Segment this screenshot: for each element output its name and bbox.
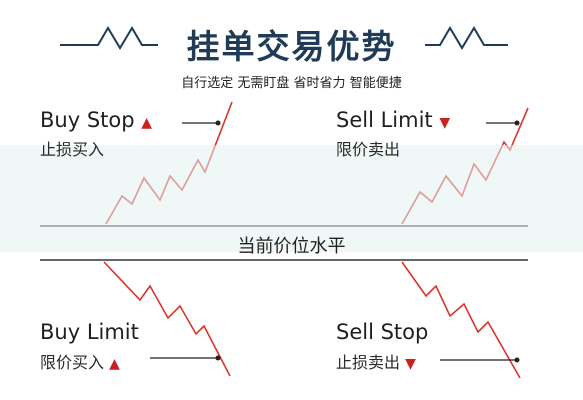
buy-limit-price-path (103, 261, 231, 377)
buy-stop-title: Buy Stop (40, 108, 135, 132)
sell-limit-cn-label: 限价卖出 (336, 140, 401, 159)
title-wave-left (60, 26, 158, 50)
buy-stop-entry-point (215, 120, 221, 126)
sell-stop-entry-point (514, 357, 520, 363)
arrow-up-icon: ▲ (109, 356, 120, 372)
sell-stop-cn-label: 止损卖出 ▼ (336, 349, 416, 373)
sell-limit-label: Sell Limit ▼ (336, 108, 450, 132)
arrow-down-icon: ▼ (405, 356, 416, 372)
arrow-up-icon: ▲ (141, 115, 153, 131)
current-price-level-label: 当前价位水平 (237, 236, 346, 257)
sell-stop-price-path (401, 261, 521, 379)
buy-stop-label: Buy Stop ▲ (40, 108, 152, 132)
page-title: 挂单交易优势 (186, 27, 397, 66)
buy-limit-cn-label: 限价买入 ▲ (40, 349, 120, 373)
sell-limit-entry-point (514, 120, 520, 126)
watermark-overlay (0, 145, 583, 252)
buy-limit-entry-point (215, 355, 221, 361)
arrow-down-icon: ▼ (439, 115, 451, 131)
page-subtitle: 自行选定 无需盯盘 省时省力 智能便捷 (181, 76, 402, 91)
buy-limit-cn-text: 限价买入 (40, 353, 105, 372)
title-wave-right (425, 26, 508, 50)
buy-stop-cn-label: 止损买入 (40, 140, 105, 159)
sell-stop-cn-text: 止损卖出 (336, 353, 401, 372)
buy-limit-label: Buy Limit (40, 320, 139, 344)
sell-stop-label: Sell Stop (336, 320, 429, 344)
sell-limit-title: Sell Limit (336, 108, 433, 132)
